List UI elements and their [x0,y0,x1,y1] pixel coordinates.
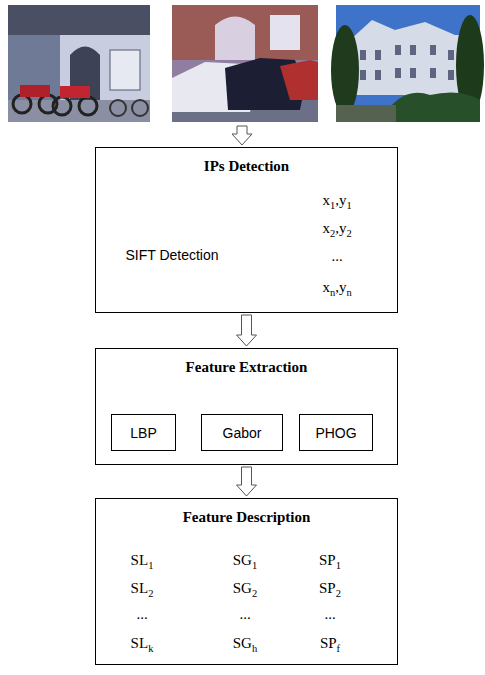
box-heading: Feature Description [96,499,397,526]
matrix-entry: SGh [233,635,257,652]
matrix-entry: ... [331,248,342,265]
matrix-entry: ... [239,606,250,623]
method-box: PHOG [299,414,373,451]
matrix-entry: SG1 [233,552,257,569]
flow-arrow [237,467,257,496]
matrix-entry: SLk [131,635,154,652]
matrix-entry: SL1 [131,552,154,569]
hollow-arrow [232,126,252,145]
flow-arrow [237,315,257,346]
box-heading: Feature Extraction [96,349,397,376]
method-name: Gabor [219,425,266,441]
method-label: SIFT Detection [125,247,218,263]
matrix-entry: SP2 [319,580,341,597]
box-heading: IPs Detection [96,148,397,175]
photo-bikes [8,5,150,122]
matrix-entry: ... [324,606,335,623]
process-box: IPs Detection [95,147,398,313]
matrix-entry: SPf [320,635,340,652]
matrix-entry: SP1 [319,552,341,569]
process-box: Feature ExtractionLBP Gabor PHOG [95,348,398,465]
method-name: LBP [126,425,160,441]
matrix-entry: x1,y1 [322,192,351,209]
method-box: LBP [111,414,176,451]
method-box: Gabor [201,414,283,451]
matrix-entry: ... [136,606,147,623]
matrix-entry: SL2 [131,580,154,597]
photo-building [331,5,484,122]
method-name: PHOG [311,425,360,441]
matrix-entry: xn,yn [322,279,351,296]
photo-cars [172,5,318,122]
matrix-entry: SG2 [233,580,257,597]
matrix-entry: x2,y2 [322,220,351,237]
